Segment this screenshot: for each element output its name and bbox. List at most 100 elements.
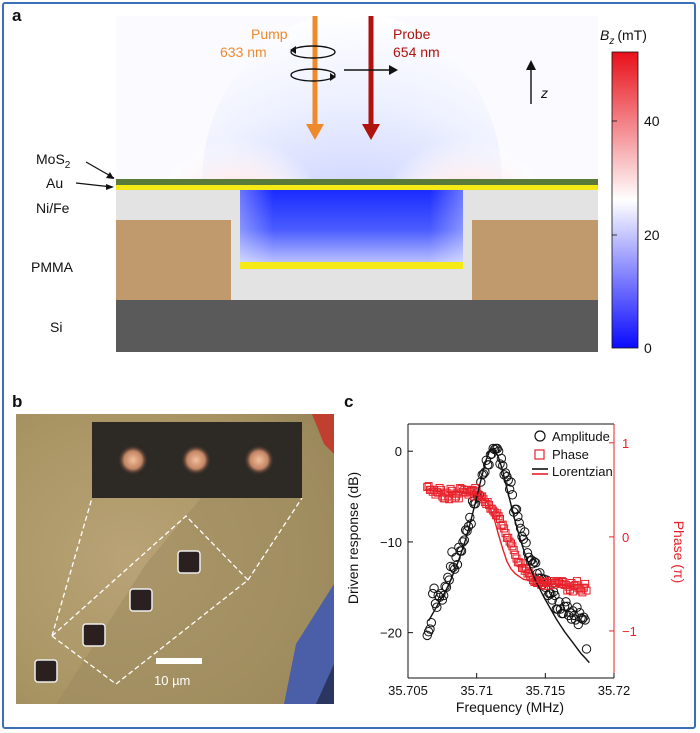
colorbar-title: Bz(mT) [600,27,647,47]
phase-point [494,512,503,521]
colorbar-tick-label-40: 40 [644,113,660,129]
colorbar [611,51,639,349]
well [34,659,58,683]
amplitude-point [503,475,513,485]
amplitude-point [496,453,507,464]
polarization-arrow-b [330,73,336,81]
amplitude-point [535,568,545,578]
phase-point [500,524,509,533]
au-pointer-head [106,184,114,190]
amplitude-point [449,564,460,574]
pmma-left [116,220,231,300]
amplitude-point [581,644,592,654]
mos2-pointer-head [106,172,114,179]
phase-point [479,495,488,504]
amplitude-point [456,546,467,556]
substrate-edge-dark [316,664,334,704]
polarization-arrow-a [290,46,296,54]
x-tick-label: 35.71 [460,683,493,698]
substrate-edge-red [312,414,334,454]
pump-wavelength: 633 nm [220,44,267,60]
au-top-layer [116,184,598,190]
panel-b-label: b [12,392,23,411]
panel-b-micrograph: 10 µm [16,414,334,704]
au-bottom [240,262,463,269]
amplitude-point [506,477,516,487]
phase-point [489,506,498,515]
phase-point [441,494,450,503]
z-axis-arrowhead [526,60,536,70]
phase-point [493,509,502,518]
chart-legend: Amplitude Phase Lorentzian [532,429,613,479]
legend-marker-amplitude [534,430,546,442]
amplitude-point [579,612,589,622]
z-axis-label: z [540,85,548,101]
amplitude-point [529,557,540,567]
amplitude-point [504,484,515,495]
scale-bar-label: 10 µm [154,673,190,688]
phase-point [577,586,586,595]
amplitude-point [531,558,541,568]
y2-tick-label: −1 [622,624,637,639]
si-substrate [116,300,598,352]
legend-marker-phase [534,449,545,460]
panel-a-label: a [12,6,22,25]
phase-point [519,563,528,572]
label-pmma: PMMA [31,259,74,275]
phase-point [567,578,576,587]
lorentzian-fit-right [428,488,590,586]
chart-y2label: Phase (π) [671,521,687,584]
label-si: Si [50,319,62,335]
x-tick-label: 35.705 [388,683,428,698]
phase-point [582,586,591,595]
amplitude-point [452,559,463,570]
scale-bar [156,658,202,664]
phase-point [450,494,459,503]
well [82,623,106,647]
x-tick-label: 35.72 [598,683,631,698]
chart-ylabel: Driven response (dB) [345,472,361,604]
amplitude-point [477,470,487,480]
amplitude-point [423,627,434,637]
amplitude-point [558,608,568,619]
inset-diamond [237,438,281,482]
amplitude-point [425,624,435,634]
amplitude-point [488,443,498,454]
phase-point [449,489,458,498]
colorbar-tick-label-0: 0 [644,340,652,356]
legend-label-lorentzian: Lorentzian [552,464,613,479]
amplitude-point [580,615,590,625]
lorentzian-fit-left [427,447,590,664]
chart-xlabel: Frequency (MHz) [456,699,564,715]
circular-polarization-icon [290,45,336,82]
amplitude-point [554,597,564,607]
amplitude-point [570,615,581,625]
label-au: Au [46,175,63,191]
legend-label-phase: Phase [552,447,589,462]
amplitude-point [559,601,570,612]
phase-point [505,537,514,546]
phase-point [578,588,587,597]
y2-tick-label: 0 [622,530,629,545]
probe-beam-head [362,124,380,140]
label-mos2: MoS2 [36,151,71,171]
phase-point [509,546,518,555]
well [129,588,153,612]
phase-point [447,486,456,495]
colorbar-tick-label-20: 20 [644,227,660,243]
phase-point [570,581,579,590]
phase-point [497,521,506,530]
mos2-layer [116,179,598,185]
phase-point [515,558,524,567]
legend-label-amplitude: Amplitude [552,429,610,444]
inset-diamond [111,438,155,482]
phase-point [559,578,568,587]
well-array [34,550,201,683]
probe-label: Probe [393,26,431,42]
amplitude-point [562,601,573,612]
inset-diamond [174,438,218,482]
label-nife: Ni/Fe [36,200,70,216]
substrate-edge [284,584,334,704]
